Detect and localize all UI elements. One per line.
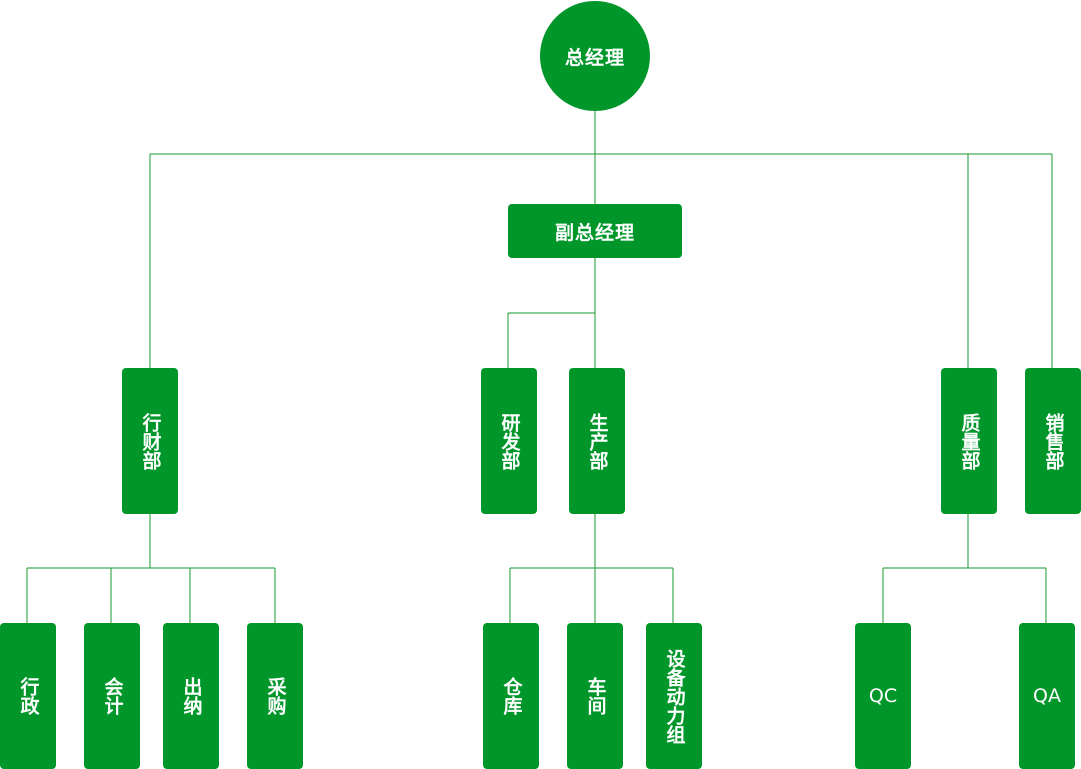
unit-workshop: 车间 [567, 623, 623, 769]
deputy-label: 副总经理 [554, 221, 635, 244]
dept-production: 生产部 [569, 368, 625, 514]
dept-rnd: 研发部 [481, 368, 537, 514]
unit-admin-label: 行政 [17, 677, 40, 715]
ceo-node: 总经理 [540, 1, 650, 111]
unit-workshop-label: 车间 [584, 677, 607, 715]
dept-admin-finance-label: 行财部 [139, 412, 162, 470]
dept-sales-label: 销售部 [1042, 412, 1065, 470]
dept-sales: 销售部 [1025, 368, 1081, 514]
dept-quality: 质量部 [941, 368, 997, 514]
unit-admin: 行政 [0, 623, 56, 769]
unit-qa-label: QA [1033, 685, 1061, 707]
unit-cashier: 出纳 [163, 623, 219, 769]
deputy-node: 副总经理 [508, 204, 682, 258]
unit-cashier-label: 出纳 [180, 677, 203, 715]
unit-equipment-label: 设备动力组 [663, 648, 686, 744]
dept-quality-label: 质量部 [958, 412, 981, 470]
unit-warehouse: 仓库 [483, 623, 539, 769]
unit-procurement: 采购 [247, 623, 303, 769]
unit-accounting-label: 会计 [101, 677, 124, 715]
dept-admin-finance: 行财部 [122, 368, 178, 514]
dept-production-label: 生产部 [586, 412, 609, 470]
unit-qa: QA [1019, 623, 1075, 769]
unit-accounting: 会计 [84, 623, 140, 769]
ceo-label: 总经理 [564, 46, 625, 69]
unit-equipment: 设备动力组 [646, 623, 702, 769]
unit-procurement-label: 采购 [264, 677, 287, 715]
unit-qc-label: QC [868, 685, 898, 707]
dept-rnd-label: 研发部 [498, 412, 521, 470]
unit-warehouse-label: 仓库 [500, 677, 523, 715]
unit-qc: QC [855, 623, 911, 769]
